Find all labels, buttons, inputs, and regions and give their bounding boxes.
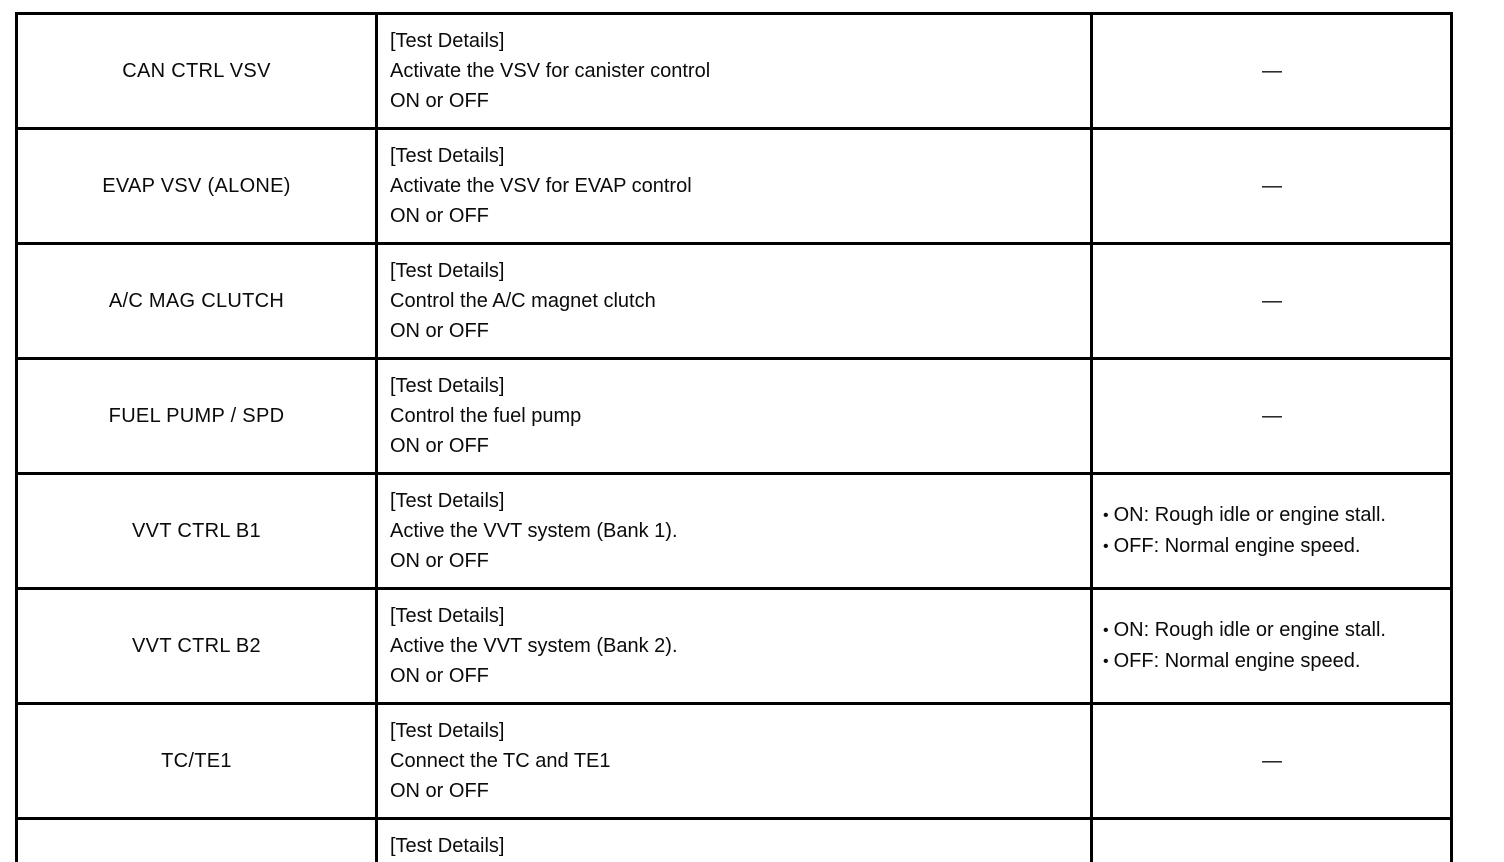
item-cell: FC IDL PROHBT	[15, 817, 378, 862]
item-label: EVAP VSV (ALONE)	[102, 174, 291, 197]
bullet-icon: •	[1103, 507, 1109, 524]
note-cell: —	[1090, 702, 1453, 820]
details-cell: [Test Details] Active the VVT system (Ban…	[375, 472, 1093, 590]
no-condition-dash: —	[1262, 404, 1282, 427]
detail-line: Connect the TC and TE1	[390, 750, 611, 772]
details-cell: [Test Details]Control the idle fuel cut …	[375, 817, 1093, 862]
detail-line: [Test Details]	[390, 145, 505, 167]
detail-line: [Test Details]	[390, 30, 505, 52]
detail-line: ON or OFF	[390, 435, 489, 457]
table-row: CAN CTRL VSV [Test Details] Activate the V…	[15, 12, 1453, 130]
detail-line: ON or OFF	[390, 665, 489, 687]
no-condition-dash: —	[1262, 749, 1282, 772]
bullet-icon: •	[1103, 622, 1109, 639]
item-cell: CAN CTRL VSV	[15, 12, 378, 130]
detail-line: Control the fuel pump	[390, 405, 582, 427]
detail-line: Active the VVT system (Bank 1).	[390, 520, 678, 542]
detail-line: Active the VVT system (Bank 2).	[390, 635, 678, 657]
item-label: VVT CTRL B2	[132, 634, 261, 657]
detail-line: ON or OFF	[390, 780, 489, 802]
note-cell: —	[1090, 12, 1453, 130]
detail-line: Control the A/C magnet clutch	[390, 290, 656, 312]
item-label: VVT CTRL B1	[132, 519, 261, 542]
table-row: EVAP VSV (ALONE) [Test Details] Activate t…	[15, 127, 1453, 245]
note-text: OFF: Normal engine speed.	[1113, 535, 1361, 557]
item-label: FUEL PUMP / SPD	[108, 404, 285, 427]
detail-line: [Test Details]	[390, 835, 505, 857]
no-condition-dash: —	[1262, 59, 1282, 82]
detail-line: ON or OFF	[390, 550, 489, 572]
details-cell: [Test Details] Activate the VSV for EVAP …	[375, 127, 1093, 245]
note-cell: —	[1090, 242, 1453, 360]
no-condition-dash: —	[1262, 174, 1282, 197]
item-cell: TC/TE1	[15, 702, 378, 820]
table-row: VVT CTRL B2 [Test Details] Active the VVT …	[15, 587, 1453, 705]
detail-line: [Test Details]	[390, 260, 505, 282]
note-cell: —	[1090, 357, 1453, 475]
table-row: A/C MAG CLUTCH [Test Details] Control the …	[15, 242, 1453, 360]
bullet-icon: •	[1103, 653, 1109, 670]
table-row: FUEL PUMP / SPD [Test Details] Control the…	[15, 357, 1453, 475]
details-cell: [Test Details] Activate the VSV for canis…	[375, 12, 1093, 130]
item-cell: VVT CTRL B2	[15, 587, 378, 705]
item-cell: EVAP VSV (ALONE)	[15, 127, 378, 245]
detail-line: [Test Details]	[390, 375, 505, 397]
note-text: ON: Rough idle or engine stall.	[1113, 504, 1386, 526]
note-cell: •ON: Rough idle or engine stall.•OFF: No…	[1090, 587, 1453, 705]
detail-line: ON or OFF	[390, 320, 489, 342]
detail-line: Activate the VSV for canister control	[390, 60, 711, 82]
detail-line: [Test Details]	[390, 720, 505, 742]
item-label: CAN CTRL VSV	[122, 59, 271, 82]
note-cell: •ON: Rough idle or engine stall.•OFF: No…	[1090, 472, 1453, 590]
item-label: A/C MAG CLUTCH	[108, 289, 285, 312]
note-line: •ON: Rough idle or engine stall.	[1103, 615, 1444, 646]
details-cell: [Test Details] Connect the TC and TE1 ON o…	[375, 702, 1093, 820]
item-cell: VVT CTRL B1	[15, 472, 378, 590]
note-line: •ON: Rough idle or engine stall.	[1103, 500, 1444, 531]
note-line: •OFF: Normal engine speed.	[1103, 646, 1444, 677]
bullet-icon: •	[1103, 538, 1109, 555]
diagnostic-active-test-table: CAN CTRL VSV [Test Details] Activate the V…	[15, 12, 1453, 862]
note-text: OFF: Normal engine speed.	[1113, 650, 1361, 672]
detail-line: [Test Details]	[390, 605, 505, 627]
note-cell: —	[1090, 817, 1453, 862]
no-condition-dash: —	[1262, 289, 1282, 312]
table-row: TC/TE1 [Test Details] Connect the TC and T…	[15, 702, 1453, 820]
detail-line: Activate the VSV for EVAP control	[390, 175, 692, 197]
item-cell: FUEL PUMP / SPD	[15, 357, 378, 475]
table-row: FC IDL PROHBT[Test Details]Control the i…	[15, 817, 1453, 862]
detail-line: [Test Details]	[390, 490, 505, 512]
details-cell: [Test Details] Active the VVT system (Ban…	[375, 587, 1093, 705]
details-cell: [Test Details] Control the A/C magnet clu…	[375, 242, 1093, 360]
table-row: VVT CTRL B1 [Test Details] Active the VVT …	[15, 472, 1453, 590]
detail-line: ON or OFF	[390, 90, 489, 112]
test-table-body: CAN CTRL VSV [Test Details] Activate the V…	[15, 12, 1453, 862]
note-line: •OFF: Normal engine speed.	[1103, 531, 1444, 562]
note-text: ON: Rough idle or engine stall.	[1113, 619, 1386, 641]
note-cell: —	[1090, 127, 1453, 245]
item-cell: A/C MAG CLUTCH	[15, 242, 378, 360]
detail-line: ON or OFF	[390, 205, 489, 227]
details-cell: [Test Details] Control the fuel pump ON or…	[375, 357, 1093, 475]
item-label: TC/TE1	[161, 749, 232, 772]
